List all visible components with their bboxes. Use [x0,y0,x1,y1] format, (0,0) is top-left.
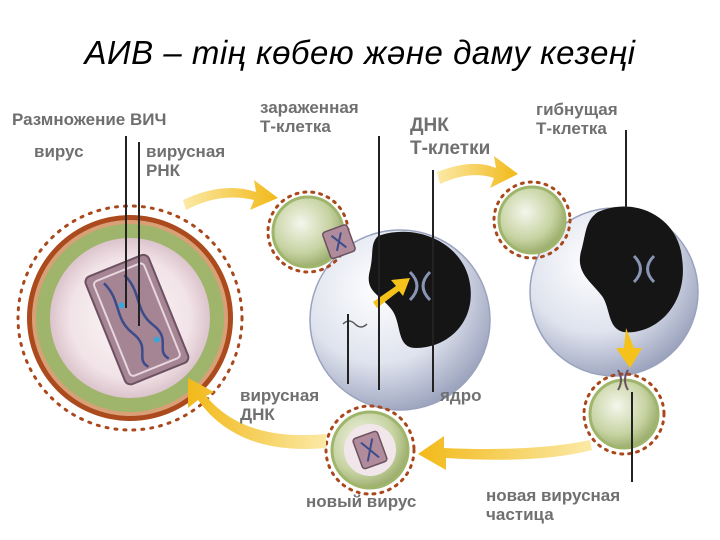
infected-cell-label: зараженная Т-клетка [260,98,359,136]
viral-rna-line2: РНК [146,161,180,180]
infected-tcell [309,136,491,411]
heading-label: Размножение ВИЧ [12,110,167,129]
infected-cell-line2: Т-клетка [260,117,331,136]
new-virus-label: новый вирус [306,492,417,511]
arrow-cycle-back [188,378,326,449]
viral-dna-line2: ДНК [240,405,275,424]
tcell-dna-line1: ДНК [410,115,449,136]
attached-virus [492,180,572,260]
hiv-virion [16,136,244,432]
budding-particle [582,369,666,482]
viral-rna-line1: вирусная [146,142,226,161]
capsid-entering [322,224,356,260]
dying-cell-line2: Т-клетка [536,119,607,138]
viral-rna-label: вирусная РНК [146,142,225,180]
new-particle-label: новая вирусная частица [486,486,620,524]
tcell-dna-line2: Т-клетки [410,138,491,159]
viral-dna-line1: вирусная [240,386,320,405]
dying-tcell [529,130,699,377]
arrow-to-new-virus [418,436,592,470]
arrow-to-dying-cell [437,156,518,188]
infected-cell-line1: зараженная [260,98,359,117]
new-particle-line1: новая вирусная [486,486,621,505]
new-particle-line2: частица [486,505,554,524]
viral-dna-label: вирусная ДНК [240,386,319,424]
arrow-to-infection [183,180,278,210]
new-virus [324,404,416,496]
dying-cell-line1: гибнущая [536,100,618,119]
diagram-artwork [16,130,699,496]
virus-label: вирус [34,142,84,161]
slide-title: АИВ – тің көбею және даму кезеңі [84,34,636,71]
dying-cell-label: гибнущая Т-клетка [536,100,618,138]
hiv-replication-diagram: Размножение ВИЧ вирус вирусная РНК зараж… [8,96,712,540]
nucleus-label: ядро [440,386,482,405]
tcell-dna-label: ДНК Т-клетки [410,114,490,160]
